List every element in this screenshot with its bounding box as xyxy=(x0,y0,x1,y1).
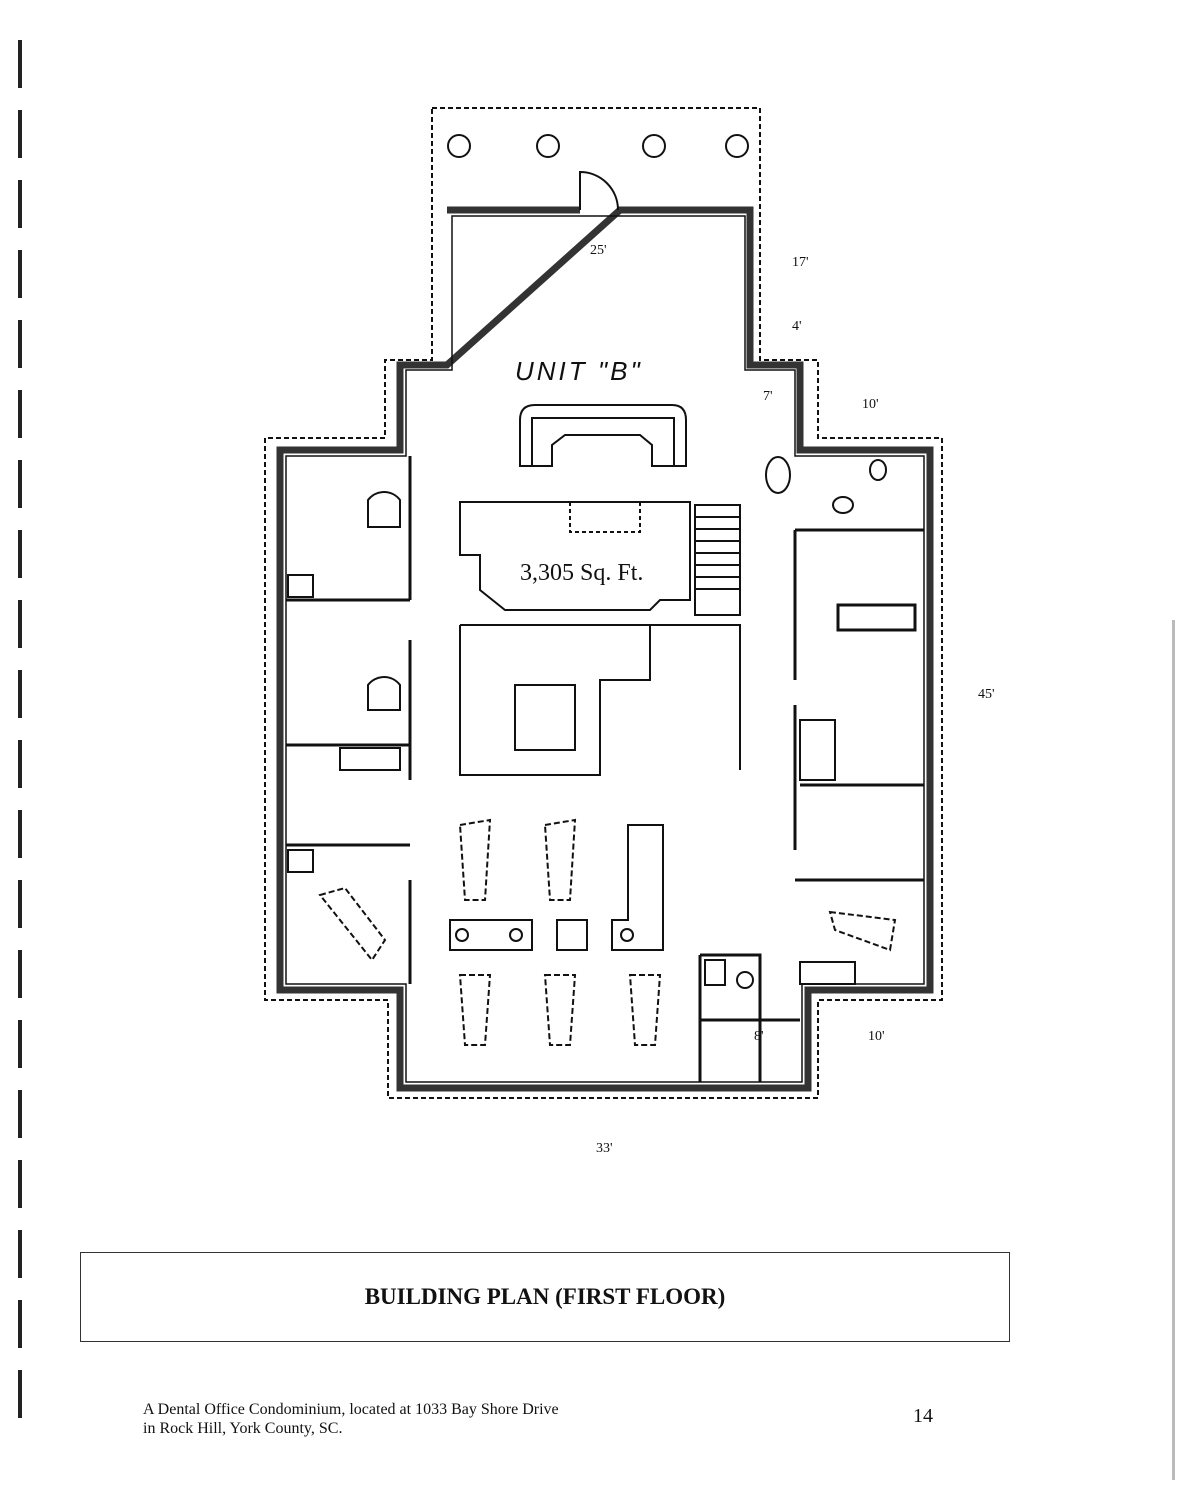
binding-marks xyxy=(18,40,24,1480)
area-label: 3,305 Sq. Ft. xyxy=(520,560,643,586)
scan-edge xyxy=(1172,620,1175,1480)
floor-plan: UNIT "B" 3,305 Sq. Ft. 25' 17' 4' 7' 10'… xyxy=(264,107,995,1156)
page-number: 14 xyxy=(913,1405,933,1427)
property-line xyxy=(264,107,943,1099)
title-box: BUILDING PLAN (FIRST FLOOR) xyxy=(80,1252,1010,1342)
dim-bottom-width: 33' xyxy=(596,1141,613,1156)
dim-lower-step: 8' xyxy=(754,1029,764,1044)
footer-line-1: A Dental Office Condominium, located at … xyxy=(143,1401,559,1418)
dim-right-step-upper: 4' xyxy=(792,319,802,334)
dim-inner-step: 7' xyxy=(763,389,773,404)
page-title: BUILDING PLAN (FIRST FLOOR) xyxy=(364,1284,726,1309)
front-door xyxy=(579,170,619,211)
footer-line-2: in Rock Hill, York County, SC. xyxy=(143,1420,343,1437)
dim-right-depth: 45' xyxy=(978,687,995,702)
dim-top-width: 25' xyxy=(590,243,607,258)
dim-upper-right-depth: 17' xyxy=(792,255,809,270)
exterior-wall xyxy=(276,206,934,1092)
dim-right-offset-upper: 10' xyxy=(862,397,879,412)
stairs xyxy=(694,504,741,616)
footer-caption: A Dental Office Condominium, located at … xyxy=(143,1400,559,1438)
dim-right-offset-lower: 10' xyxy=(868,1029,885,1044)
reception-desk xyxy=(519,404,687,467)
unit-label: UNIT "B" xyxy=(515,356,643,386)
